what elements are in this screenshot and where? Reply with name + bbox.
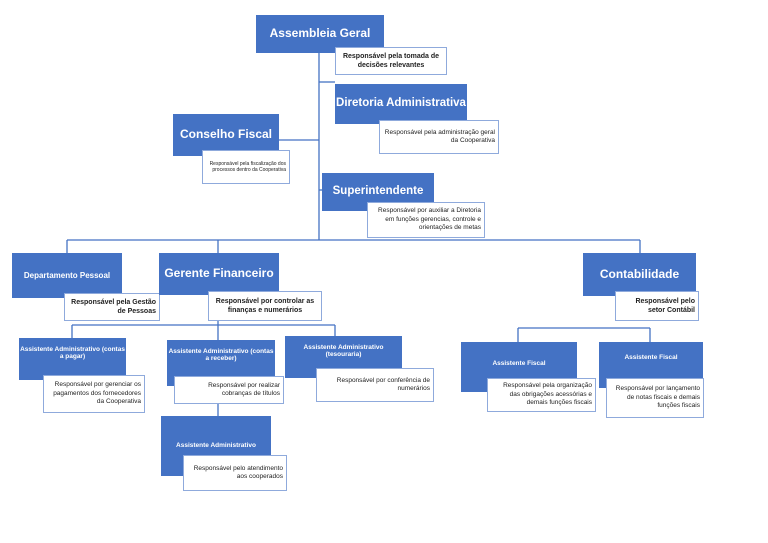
diretoria-desc: Responsável pela administração geral da … (379, 120, 499, 154)
assist-fiscal-1-title: Assistente Fiscal (492, 360, 546, 367)
contabilidade-box: Contabilidade (583, 253, 696, 296)
assist-fiscal-2-desc: Responsável por lançamento de notas fisc… (606, 378, 704, 418)
gerente-financeiro-title: Gerente Financeiro (164, 266, 274, 281)
dep-pessoal-desc: Responsável pela Gestão de Pessoas (64, 293, 160, 321)
conselho-fiscal-box: Conselho Fiscal (173, 114, 279, 156)
assist-tesouraria-desc: Responsável por conferência de numerário… (316, 368, 434, 402)
contabilidade-desc: Responsável pelo setor Contábil (615, 291, 699, 321)
diretoria-box: Diretoria Administrativa (335, 84, 467, 124)
diretoria-title: Diretoria Administrativa (336, 97, 466, 110)
assist-fiscal-2-title: Assistente Fiscal (624, 354, 678, 361)
contabilidade-title: Contabilidade (599, 266, 680, 281)
finance-bus (71, 324, 336, 340)
gerente-financeiro-desc: Responsável por controlar as finanças e … (208, 291, 322, 321)
dep-pessoal-box: Departamento Pessoal (12, 253, 122, 298)
gerente-financeiro-box: Gerente Financeiro (159, 253, 279, 295)
fiscal-bus (517, 327, 651, 342)
assembleia-geral-desc: Responsável pela tomada de decisões rele… (335, 47, 447, 75)
assist-atendimento-title: Assistente Administrativo (176, 442, 256, 450)
conselho-fiscal-title: Conselho Fiscal (179, 127, 273, 142)
assist-pagar-title: Assistente Administrativo (contas a paga… (20, 346, 125, 361)
assist-atendimento-desc: Responsável pelo atendimento aos coopera… (183, 455, 287, 491)
assembleia-geral-title: Assembleia Geral (269, 26, 371, 41)
superintendente-desc: Responsável por auxiliar a Diretoria em … (367, 202, 485, 238)
assist-receber-desc: Responsável por realizar cobranças de tí… (174, 376, 284, 404)
dep-pessoal-title: Departamento Pessoal (23, 270, 111, 280)
assist-tesouraria-title: Assistente Administrativo (tesouraria) (303, 344, 384, 359)
assist-pagar-box: Assistente Administrativo (contas a paga… (19, 338, 126, 380)
superintendente-title: Superintendente (332, 185, 424, 198)
assist-pagar-desc: Responsável por gerenciar os pagamentos … (43, 375, 145, 413)
assembleia-geral-box: Assembleia Geral (256, 15, 384, 53)
assist-fiscal-1-desc: Responsável pela organização das obrigaç… (487, 378, 596, 412)
assist-receber-title: Assistente Administrativo (contas a rece… (168, 348, 274, 363)
conselho-fiscal-desc: Responsável pela fiscalização dos proces… (202, 150, 290, 184)
